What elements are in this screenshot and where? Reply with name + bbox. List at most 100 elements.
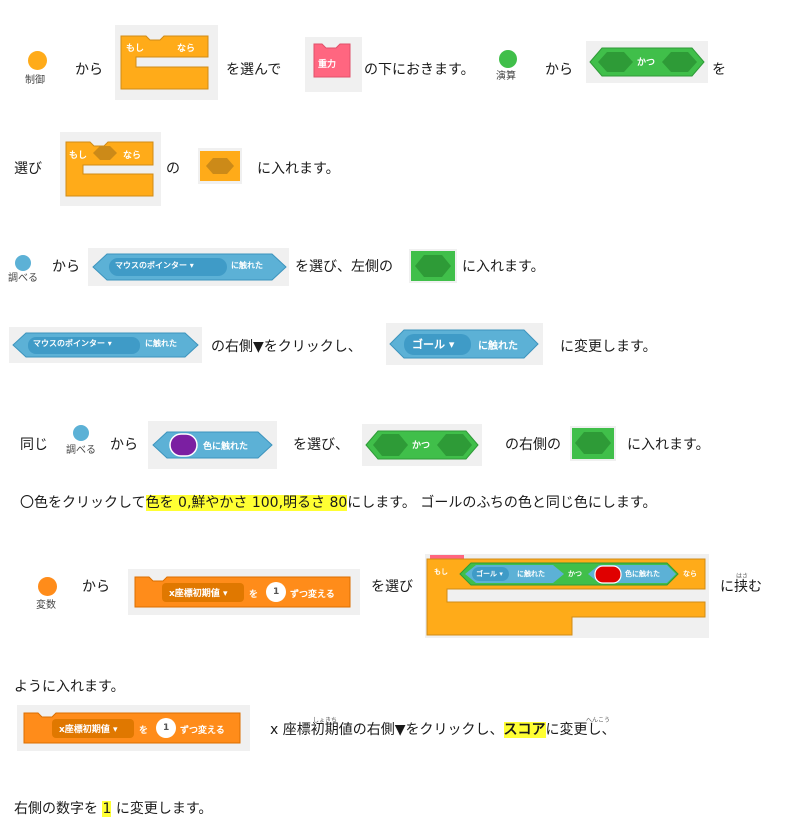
change-var-menu-label-2: x座標初期値 (59, 725, 110, 735)
change-var-suffix: ずつ変える (290, 590, 335, 600)
if-block-image-2: もし なら (60, 132, 161, 206)
gravity-block-label: 重力 (318, 60, 337, 70)
step1-from2-text: から (545, 62, 573, 78)
sensing-category-label: 調べる (8, 273, 38, 284)
touching-goal-block-image: ゴール ▾ に触れた (386, 323, 543, 365)
touching-block-menu: マウスのポインター ▾ (115, 261, 194, 270)
step6-text-a: 〇色をクリックして (20, 495, 146, 511)
if-block-then-2: なら (123, 151, 142, 161)
change-var-value-2[interactable]: 1 (163, 723, 170, 733)
if-block-image: もし なら (115, 25, 218, 100)
step10-text-a: 右側の数字を (14, 801, 98, 817)
and-block-image-2: かつ (362, 424, 482, 466)
if-assembled-goal-label: ゴール (476, 570, 497, 578)
step5-from-text: から (110, 437, 138, 453)
if-block-then: なら (177, 44, 196, 54)
step6-highlight: 色を 0,鮮やかさ 100,明るさ 80 (145, 495, 348, 511)
step9-ruby2: へんこう (586, 717, 611, 724)
step3-end-text: に入れます。 (462, 259, 545, 275)
step1-select-text: を選んで (226, 62, 282, 78)
step5-mid-text: の右側の (505, 437, 561, 453)
touching-goal-label: に触れた (478, 341, 518, 352)
change-var-menu-2: x座標初期値 ▾ (59, 725, 118, 735)
if-assembled-image: もし ゴール ▾ に触れた かつ 色に触れた なら (425, 554, 709, 638)
touching-goal-block-shape (389, 329, 539, 359)
if-block-shape (120, 35, 209, 90)
operators-category-label: 演算 (496, 71, 516, 82)
variables-category-icon (38, 577, 57, 596)
step10-highlight: 1 (102, 801, 112, 817)
and-right-slot-shape (572, 428, 614, 459)
change-var-suffix-2: ずつ変える (180, 726, 225, 736)
step6-text: 〇色をクリックして色を 0,鮮やかさ 100,明るさ 80にします。 ゴールのふ… (20, 494, 657, 512)
if-assembled-touching: に触れた (517, 570, 545, 578)
step9-highlight: スコア (503, 722, 546, 738)
step5-end-text: に入れます。 (627, 437, 710, 453)
change-var-menu: x座標初期値 ▾ (169, 589, 228, 599)
step7-end-text: に挟む (720, 579, 762, 595)
step3-from-text: から (52, 259, 80, 275)
if-assembled-then: なら (683, 570, 697, 578)
and-left-slot-shape (411, 251, 455, 281)
if-block-if: もし (126, 44, 145, 54)
touching-block-menu-2: マウスのポインター ▾ (33, 339, 112, 348)
and-block-image: かつ (586, 41, 708, 83)
step2-of-text: の (166, 161, 180, 177)
if-assembled-and: かつ (568, 570, 582, 578)
and-right-slot-image (570, 426, 616, 461)
touching-goal-menu-label: ゴール (412, 338, 445, 351)
change-var-value[interactable]: 1 (273, 587, 280, 597)
step4-mid-text: の右側▼をクリックし、 (211, 339, 362, 355)
if-assembled-if: もし (434, 568, 448, 576)
step9-text-b: に変更し、 (545, 722, 616, 738)
change-var-block-image: x座標初期値 ▾ を 1 ずつ変える (128, 569, 360, 615)
and-block-label-2: かつ (412, 441, 431, 451)
sensing-category-icon-2 (73, 425, 89, 441)
if-block-shape-2 (65, 141, 154, 197)
step10-text: 右側の数字を 1 に変更します。 (14, 800, 212, 818)
touching-goal-menu: ゴール ▾ (412, 338, 455, 351)
step8-text: ように入れます。 (14, 679, 125, 695)
sensing-category-label-2: 調べる (66, 445, 96, 456)
touching-block-menu-label-2: マウスのポインター (33, 339, 105, 348)
touching-color-label: 色に触れた (203, 442, 249, 452)
and-block-label: かつ (637, 58, 656, 68)
step9-text: x 座標初期値の右側▼をクリックし、スコアに変更し、 (270, 721, 616, 739)
and-block-shape (589, 47, 705, 77)
step9-ruby1: しょきち (313, 717, 338, 724)
step9-text-a: x 座標初期値の右側▼をクリックし、 (270, 722, 504, 738)
touching-block-menu-label: マウスのポインター (115, 261, 187, 270)
touching-block-shape-2 (12, 332, 199, 358)
control-category-label: 制御 (25, 75, 45, 86)
step2-select-text: 選び (14, 161, 42, 177)
change-var-block-image-2: x座標初期値 ▾ を 1 ずつ変える (17, 705, 250, 751)
and-block-shape-2 (365, 430, 479, 460)
step6-text-b: にします。 ゴールのふちの色と同じ色にします。 (347, 495, 657, 511)
touching-block-shape (92, 253, 287, 281)
if-condition-slot-shape (200, 151, 240, 181)
change-var-block-shape (134, 576, 351, 608)
change-var-block-shape-2 (23, 712, 241, 744)
step2-end-text: に入れます。 (257, 161, 340, 177)
step10-text-b: に変更します。 (115, 801, 213, 817)
if-assembled-shape (426, 555, 706, 636)
touching-block-image-2: マウスのポインター ▾ に触れた (9, 327, 202, 363)
step4-end-text: に変更します。 (560, 339, 657, 355)
touching-block-label-2: に触れた (145, 339, 177, 348)
if-assembled-touching-color: 色に触れた (625, 570, 660, 578)
touching-block-label: に触れた (231, 261, 263, 270)
step7-from-text: から (82, 579, 110, 595)
change-var-menu-label: x座標初期値 (169, 589, 220, 599)
step1-end-text: を (712, 62, 726, 78)
step5-same-text: 同じ (20, 437, 48, 453)
operators-category-icon (499, 50, 517, 68)
step1-from-text: から (75, 62, 103, 78)
if-assembled-goal-menu: ゴール ▾ (476, 570, 503, 578)
if-condition-slot-image (198, 148, 242, 184)
touching-color-block-shape (152, 431, 273, 459)
touching-color-block-image: 色に触れた (148, 421, 277, 469)
control-category-icon (28, 51, 47, 70)
step7-select-text: を選び (371, 579, 413, 595)
change-var-to: を (249, 590, 259, 600)
step1-place-text: の下におきます。 (364, 62, 475, 78)
